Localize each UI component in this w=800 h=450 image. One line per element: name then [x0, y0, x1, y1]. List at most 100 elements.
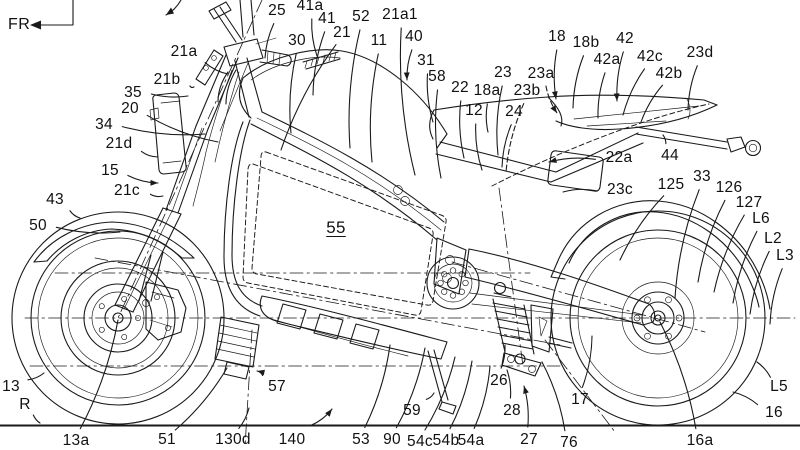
frame: [223, 57, 644, 360]
kickstand: [427, 349, 457, 415]
leader-18b: [572, 55, 585, 109]
leader-126: [697, 199, 726, 283]
side-panel: [547, 150, 604, 192]
leader-13a: [79, 319, 119, 430]
steering-arrow-icon: [165, 0, 182, 16]
front-cowl: [217, 69, 237, 105]
leader-21a: [204, 62, 229, 75]
handlebar: [208, 1, 292, 67]
leader-90: [395, 347, 426, 429]
leader-53: [364, 344, 391, 429]
leader-28: [506, 369, 512, 399]
leader-20: [146, 114, 219, 143]
leader-23d: [687, 65, 698, 111]
drive-cover: [426, 256, 480, 310]
leader-25: [264, 23, 275, 59]
leader-41: [312, 31, 326, 96]
mirror-base: [208, 1, 232, 20]
leader-21b: [189, 85, 195, 89]
leader-arrowhead-22a: [549, 157, 557, 163]
leader-12: [475, 123, 483, 171]
leader-arrowhead-15: [150, 179, 158, 186]
leader-21d: [140, 150, 159, 158]
leader-17: [581, 335, 593, 388]
leader-54b: [449, 360, 473, 430]
battery-box: [242, 151, 447, 316]
leader-31: [426, 73, 434, 123]
triple-clamp: [223, 38, 264, 67]
leader-30: [289, 53, 297, 134]
leader-21a1: [399, 27, 416, 176]
leader-lines: [27, 18, 783, 432]
leader-33: [674, 189, 700, 299]
leader-23c: [562, 188, 597, 193]
front-wheel: [11, 211, 225, 425]
leader-22: [459, 100, 465, 159]
leader-16: [732, 391, 759, 406]
leader-50: [55, 226, 121, 234]
lower-frame: [259, 295, 448, 360]
leader-35: [150, 93, 189, 98]
leader-42a: [597, 72, 606, 119]
stay-plate: [195, 49, 224, 86]
seat-tail: [429, 94, 718, 187]
leader-arrowhead-42: [613, 93, 620, 101]
leader-24: [501, 124, 512, 168]
leader-58: [434, 89, 442, 179]
leader-arrowhead-27: [523, 386, 529, 395]
mirror-stalk: [213, 6, 243, 43]
pivot-plate: [433, 237, 467, 295]
leader-L6: [732, 230, 758, 304]
swingarm: [464, 248, 656, 326]
tail-stay-signal: [635, 126, 762, 157]
leader-arrowhead-40: [403, 72, 410, 80]
leader-arrowhead-57: [257, 369, 265, 376]
headlight-bracket: [149, 92, 187, 175]
fr-arrow: [30, 0, 74, 30]
leader-21: [280, 43, 337, 151]
leader-L5: [756, 361, 771, 378]
leader-52: [348, 29, 361, 149]
leader-130d: [238, 407, 250, 429]
leader-23b: [505, 103, 525, 173]
leader-13: [27, 372, 45, 381]
brake-hose: [192, 69, 240, 207]
leader-76: [541, 361, 566, 432]
fuel-tank-cover: [238, 49, 448, 149]
leader-43: [69, 210, 81, 219]
leader-16a: [659, 321, 697, 430]
leader-21c: [149, 193, 164, 198]
suspension-linkage: [501, 352, 542, 377]
rear-wheel: [550, 210, 766, 426]
rear-fender: [550, 200, 771, 310]
reference-lines: [24, 0, 796, 448]
front-brake-caliper: [145, 281, 187, 341]
leader-34: [121, 126, 206, 136]
leader-L3: [769, 268, 783, 325]
leader-54a: [473, 365, 491, 429]
front-fork: [114, 0, 264, 313]
leader-L2: [749, 250, 770, 315]
leader-42b: [640, 84, 663, 123]
leader-arrowhead-140: [325, 409, 332, 417]
leader-26: [500, 344, 506, 369]
front-fender: [33, 221, 195, 307]
leader-51: [174, 367, 228, 431]
leader-arrowhead-18: [551, 91, 558, 99]
leader-11: [369, 53, 379, 163]
leader-23: [496, 85, 503, 156]
leader-125: [619, 195, 665, 261]
motor-unit: [214, 316, 260, 380]
leader-42c: [622, 68, 646, 116]
leader-R: [32, 414, 41, 424]
leader-arrowhead-23a: [550, 105, 557, 113]
leader-127: [713, 214, 745, 293]
shock-absorber: [492, 281, 542, 377]
leader-59: [425, 392, 435, 400]
leader-54c: [424, 356, 456, 431]
leader-41a: [311, 18, 318, 57]
leader-44: [662, 134, 667, 145]
leader-18a: [485, 103, 489, 133]
